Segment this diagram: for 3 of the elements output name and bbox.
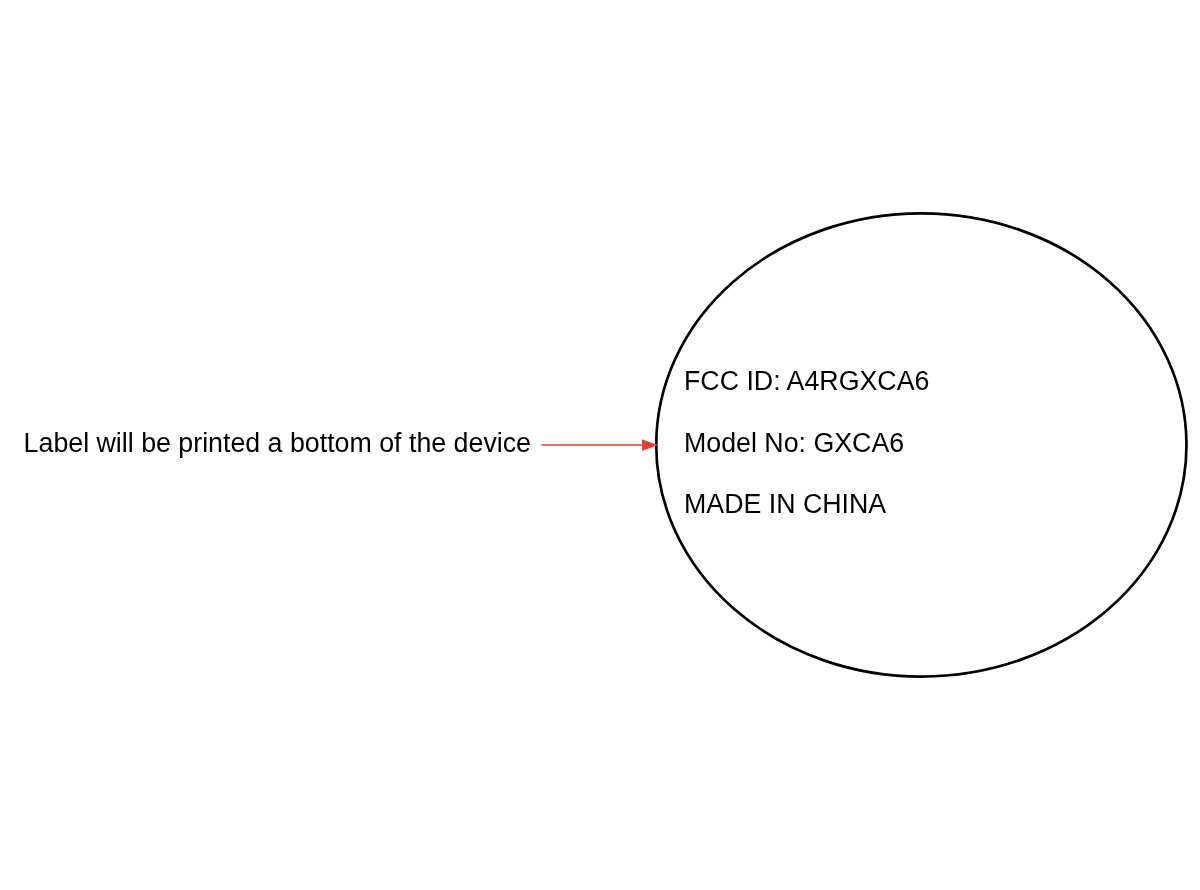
arrow: [540, 439, 659, 451]
node-ellipse: FCC ID: A4RGXCA6 Model No: GXCA6 MADE IN CHINA: [654, 212, 1188, 678]
node-text: Label will be printed a bottom of the device: [23, 427, 531, 458]
